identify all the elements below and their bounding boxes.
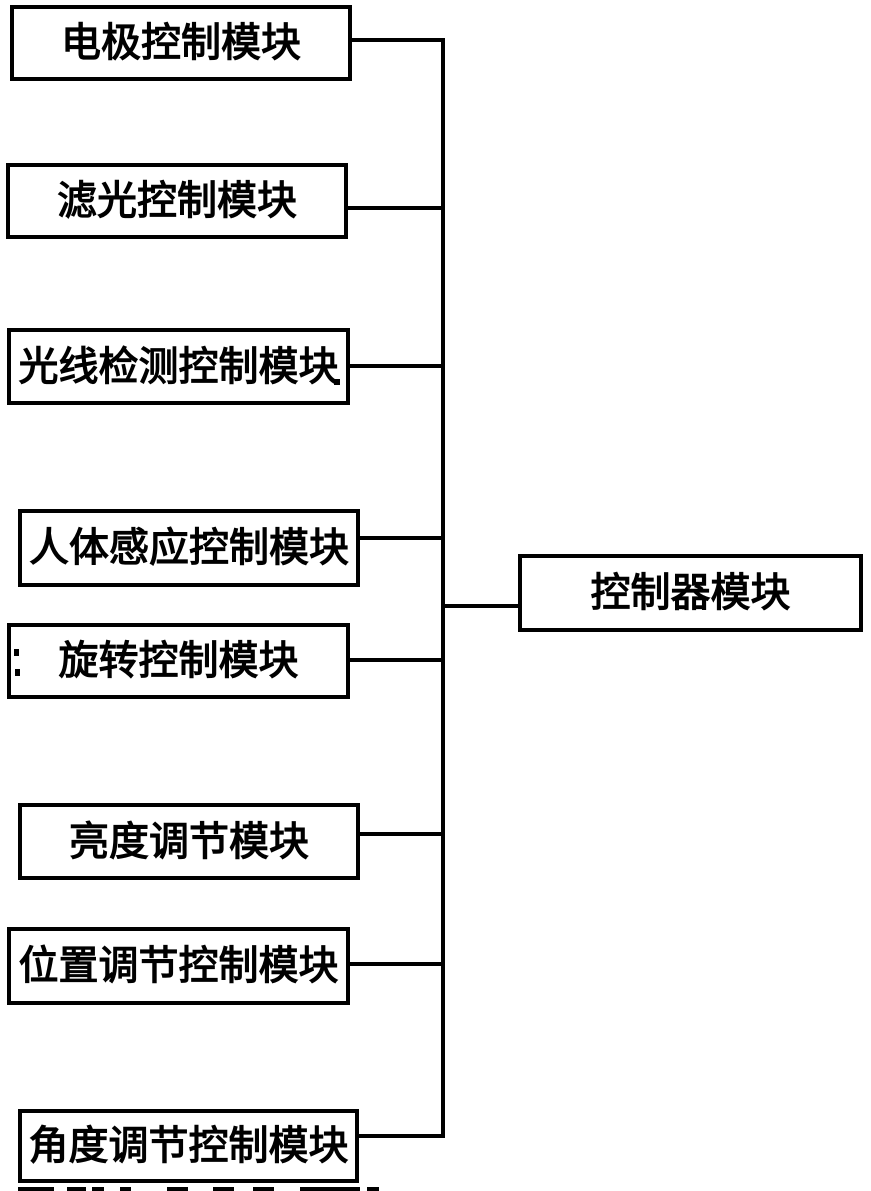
scan-artifact-dash <box>167 1187 188 1191</box>
scan-artifact-dash <box>67 1187 86 1191</box>
trunk-line <box>441 38 445 1138</box>
module-label: 电极控制模块 <box>61 21 301 65</box>
module-box-rotation-control: 旋转控制模块 <box>7 623 350 699</box>
scan-artifact-dash <box>253 1187 274 1191</box>
module-box-angle-adjust-control: 角度调节控制模块 <box>18 1109 359 1183</box>
connector-controller <box>445 604 518 608</box>
scan-artifact-dash <box>92 1187 104 1191</box>
module-label: 角度调节控制模块 <box>28 1124 349 1168</box>
module-label: 滤光控制模块 <box>57 179 297 223</box>
module-box-position-adjust-control: 位置调节控制模块 <box>7 927 350 1005</box>
scan-artifact-dash <box>300 1187 360 1191</box>
module-box-human-sensing-control: 人体感应控制模块 <box>18 509 360 587</box>
scan-artifact-dot <box>14 649 19 656</box>
scan-artifact-dash <box>120 1187 131 1191</box>
module-label: 人体感应控制模块 <box>29 526 349 570</box>
module-label: 亮度调节模块 <box>69 819 309 864</box>
controller-box: 控制器模块 <box>518 554 863 632</box>
connector-filter <box>346 206 441 210</box>
connector-rotation <box>348 658 441 662</box>
connector-light-detection <box>348 364 441 368</box>
module-box-filter-control: 滤光控制模块 <box>6 163 348 239</box>
connector-position <box>348 962 441 966</box>
scan-artifact-dash <box>213 1187 234 1191</box>
scan-artifact-dash <box>18 1187 54 1191</box>
controller-label: 控制器模块 <box>590 571 791 615</box>
connector-brightness <box>358 832 441 836</box>
module-label: 光线检测控制模块 <box>18 344 339 389</box>
scan-artifact-dot <box>334 379 340 385</box>
module-box-light-detection-control: 光线检测控制模块 <box>7 328 350 405</box>
scan-artifact-dot <box>15 669 20 676</box>
scan-artifact-dash <box>367 1187 379 1191</box>
connector-human-sensing <box>358 536 441 540</box>
module-label: 旋转控制模块 <box>58 639 299 683</box>
module-box-electrode-control: 电极控制模块 <box>10 5 352 81</box>
module-box-brightness-adjust: 亮度调节模块 <box>18 803 360 880</box>
connector-angle <box>357 1134 441 1138</box>
connector-electrode <box>350 38 441 42</box>
module-label: 位置调节控制模块 <box>18 944 339 988</box>
